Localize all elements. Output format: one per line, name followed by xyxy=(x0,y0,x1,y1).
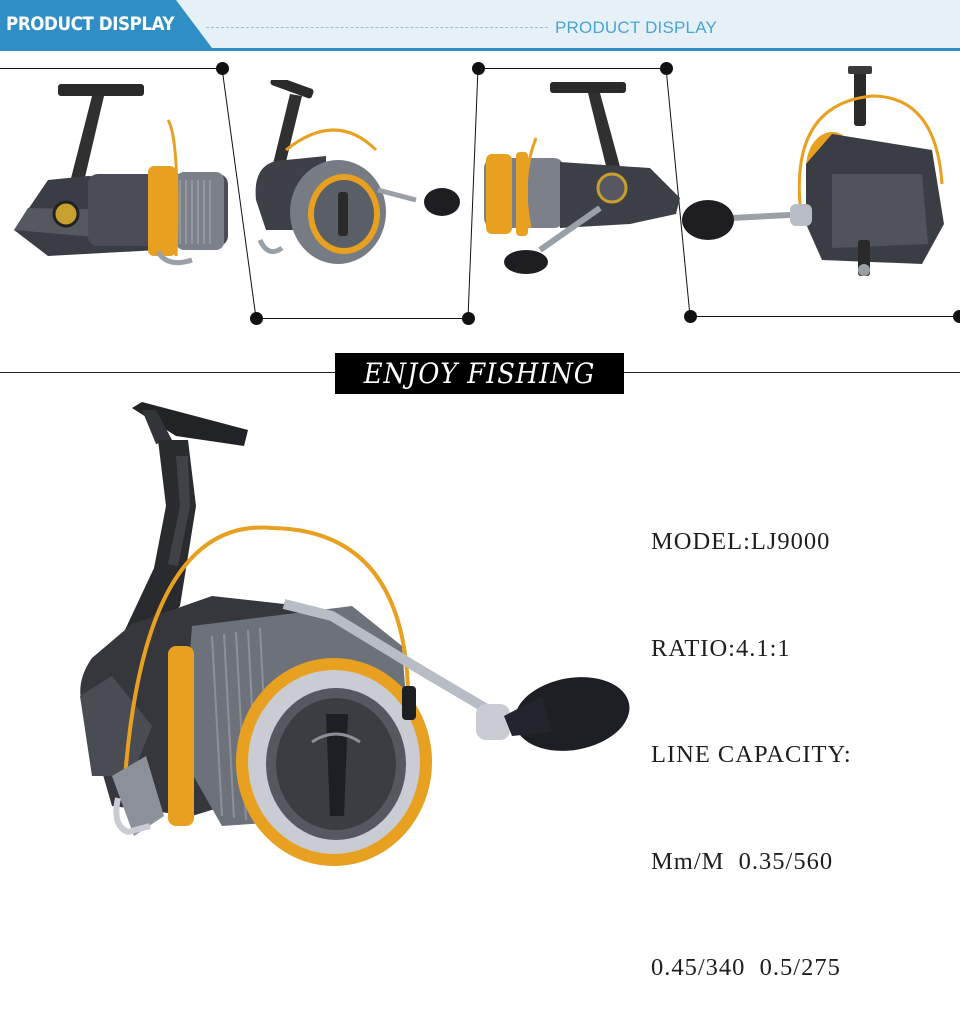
fishing-reel-spool-front-image xyxy=(255,80,460,264)
spec-line-capacity-label: LINE CAPACITY: xyxy=(651,741,852,768)
fishing-reel-side-view-image xyxy=(14,84,228,266)
product-gallery xyxy=(0,60,960,330)
fishing-reel-handle-side-image xyxy=(484,82,680,274)
spec-capacity-row: 0.45/340 0.5/275 xyxy=(651,954,841,981)
header-dashed-divider xyxy=(206,27,548,28)
gallery-dot xyxy=(472,62,485,75)
gallery-dot xyxy=(462,312,475,325)
gallery-frame-line xyxy=(690,316,958,317)
gallery-dot xyxy=(250,312,263,325)
spec-ratio: RATIO:4.1:1 xyxy=(651,634,791,662)
header-tab-label: PRODUCT DISPLAY xyxy=(6,13,175,35)
gallery-dot xyxy=(660,62,673,75)
gallery-dot xyxy=(953,310,960,323)
product-specs: MODEL:LJ9000 RATIO:4.1:1 LINE CAPACITY: … xyxy=(651,453,852,1021)
header-tab: PRODUCT DISPLAY xyxy=(0,0,212,48)
section-header: PRODUCT DISPLAY PRODUCT DISPLAY xyxy=(0,0,960,52)
gallery-dot xyxy=(216,62,229,75)
gallery-frame-line xyxy=(478,68,666,69)
banner-text: ENJOY FISHING xyxy=(363,357,596,390)
fishing-reel-main-image xyxy=(80,402,630,866)
header-right-label: PRODUCT DISPLAY xyxy=(555,18,718,37)
gallery-frame-line xyxy=(256,318,468,319)
gallery-diagonal-lines xyxy=(221,67,691,319)
header-underline xyxy=(0,48,960,51)
fishing-reel-rear-view-image xyxy=(682,66,944,276)
banner: ENJOY FISHING xyxy=(335,353,624,394)
spec-model: MODEL:LJ9000 xyxy=(651,528,831,555)
gallery-dot xyxy=(684,310,697,323)
spec-capacity-row: Mm/M 0.35/560 xyxy=(651,847,834,875)
gallery-frame-line xyxy=(0,68,222,69)
